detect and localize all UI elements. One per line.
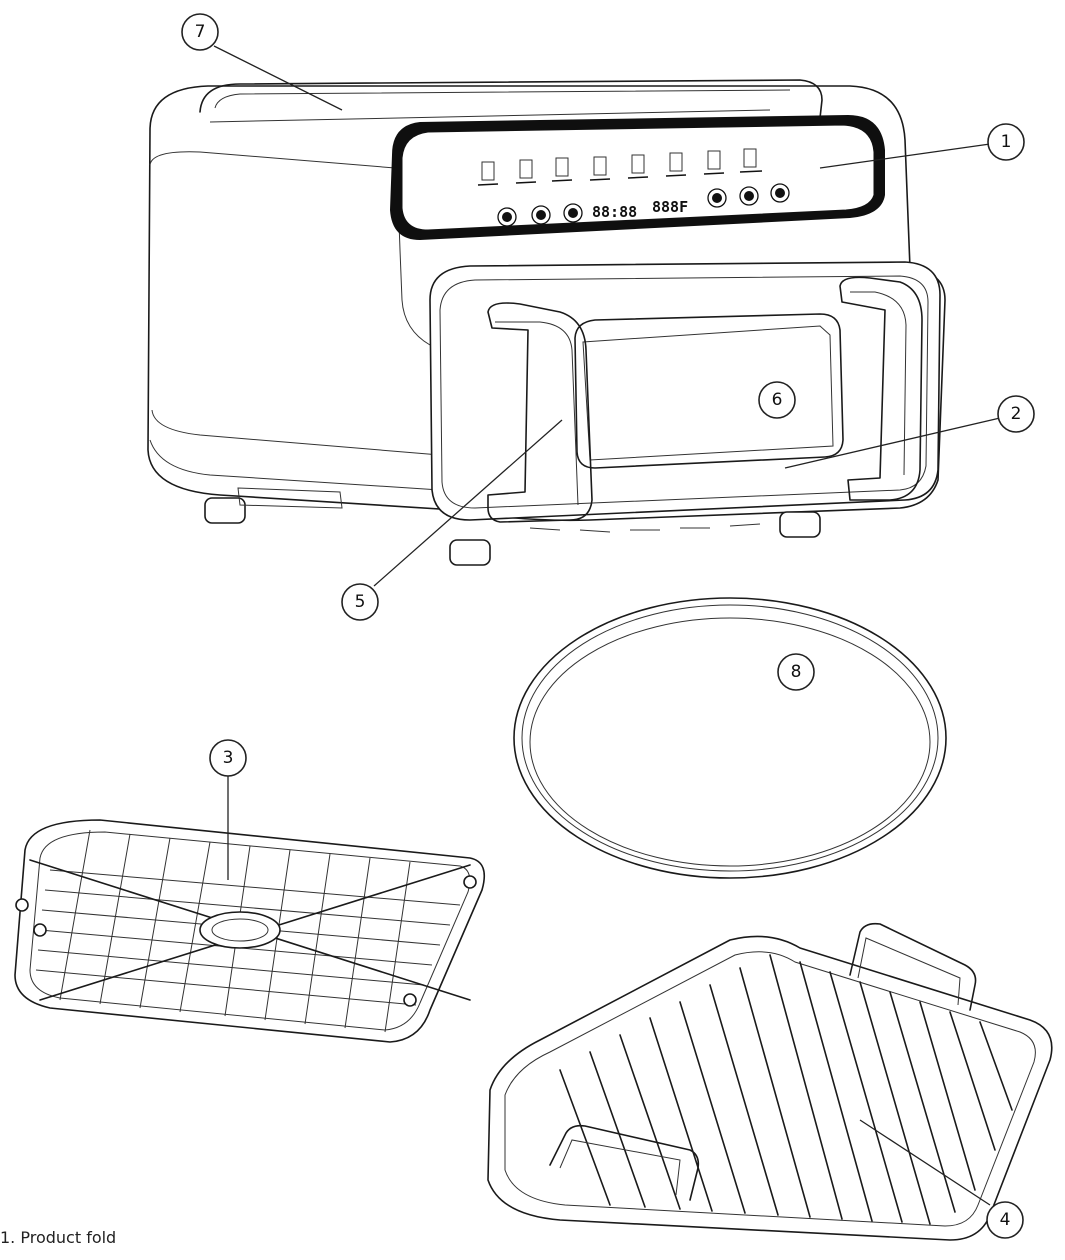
callout-5-label: 5	[355, 592, 366, 612]
leader-lines	[213, 45, 1001, 1206]
callout-4: 4	[986, 1201, 1024, 1239]
time-display: 88:88	[592, 203, 637, 221]
callout-6: 6	[758, 381, 796, 419]
callout-8: 8	[777, 653, 815, 691]
grill-rack	[487, 922, 1053, 1241]
feet	[204, 487, 821, 566]
callout-5: 5	[341, 583, 379, 621]
callout-7-label: 7	[195, 22, 206, 42]
footer-caption: 1. Product fold	[0, 1228, 117, 1247]
callout-1-label: 1	[1001, 132, 1012, 152]
drawer	[429, 261, 941, 533]
control-panel: 88:88 888F	[390, 115, 885, 240]
preset-icons-row	[477, 148, 763, 186]
callout-6-label: 6	[772, 390, 783, 410]
callout-2: 2	[997, 395, 1035, 433]
round-tray	[513, 597, 947, 879]
callout-4-label: 4	[1000, 1210, 1011, 1230]
crisper-plate	[14, 819, 486, 1043]
callout-7: 7	[181, 13, 219, 51]
callout-2-label: 2	[1011, 404, 1022, 424]
control-buttons-row	[497, 183, 790, 227]
callout-3: 3	[209, 739, 247, 777]
temperature-display: 888F	[652, 198, 688, 216]
callout-8-label: 8	[791, 662, 802, 682]
callout-1: 1	[987, 123, 1025, 161]
callout-3-label: 3	[223, 748, 234, 768]
